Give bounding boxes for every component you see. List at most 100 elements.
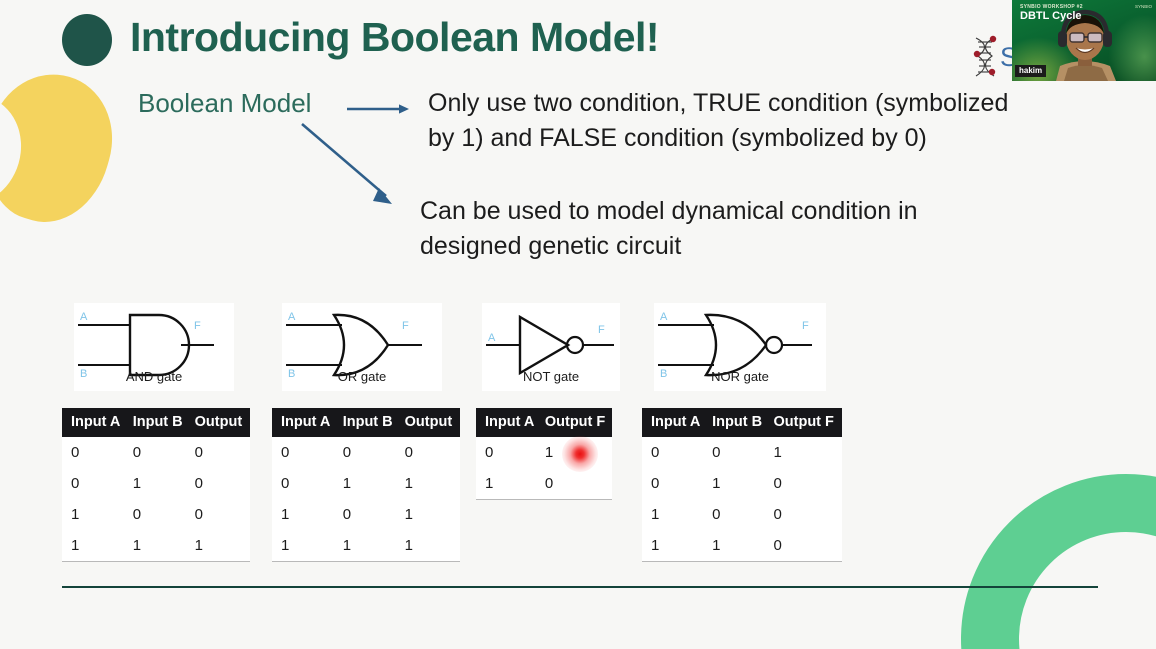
cell: 1 [544,444,554,461]
table-row[interactable]: 1 1 1 [272,530,460,562]
cell: 1 [404,475,413,492]
table-row[interactable]: 1 0 0 [642,499,842,530]
table-row[interactable]: 1 0 0 [62,499,250,530]
cell: 1 [338,530,401,562]
presenter-video [1056,9,1116,81]
cell: 0 [769,530,842,562]
cell: 1 [651,506,660,523]
gate-caption-nor: NOR gate [711,369,769,384]
column-header: Input B [338,408,401,437]
cell: 1 [400,530,460,562]
gate-output-label: F [194,320,201,332]
cell: 1 [404,506,413,523]
gate-output-label: F [598,324,605,336]
not-gate-icon: A F [486,314,614,376]
dna-helix-icon [973,35,997,77]
footer-divider [62,586,1098,588]
cell: 1 [272,530,339,562]
column-header: Input A [476,408,541,437]
table-row[interactable]: 0 1 0 [62,468,250,499]
cell: 1 [342,475,352,492]
table-row[interactable]: 0 0 0 [62,437,250,468]
gate-card-not: A F NOT gate [482,303,620,391]
gate-card-or: A B F OR gate [282,303,442,391]
truth-table-and: Input A Input B Output 0 0 0 0 1 0 1 [62,408,250,562]
cell: 0 [194,444,203,461]
table-header-row: Input A Input B Output [62,408,250,437]
table-header-row: Input A Input B Output [272,408,460,437]
cell: 1 [132,475,142,492]
column-header: Input B [128,408,191,437]
cell: 0 [281,475,290,492]
table-header-row: Input A Output F [476,408,612,437]
gate-input-a-label: A [488,332,496,344]
boolean-model-label: Boolean Model [138,88,312,118]
arrow-diagonal-icon [301,123,392,204]
cell: 0 [132,506,142,523]
cell: 0 [194,506,203,523]
table-row[interactable]: 0 1 1 [272,468,460,499]
table-row[interactable]: 1 1 1 [62,530,250,562]
table-row[interactable]: 1 0 [476,468,612,500]
table-row[interactable]: 1 0 1 [272,499,460,530]
cell: 0 [712,506,721,523]
cell: 0 [71,475,80,492]
cell: 1 [128,530,191,562]
nor-gate-icon: A B F [658,311,812,380]
cell: 0 [281,444,290,461]
cell: 0 [651,444,660,461]
body-paragraph-2: Can be used to model dynamical condition… [420,197,918,260]
column-header: Input A [642,408,709,437]
column-header: Input B [708,408,770,437]
cell: 0 [404,444,413,461]
cell: 0 [132,444,142,461]
webcam-kicker: SYNBIO WORKSHOP #2 [1020,4,1083,10]
table-row[interactable]: 0 1 0 [642,468,842,499]
truth-table-nor: Input A Input B Output F 0 0 1 0 1 0 1 [642,408,842,562]
gate-input-b-label: B [80,368,87,380]
gate-input-a-label: A [660,311,668,323]
webcam-overlay[interactable]: SYNBIO WORKSHOP #2 DBTL Cycle SYNBIO hak… [1012,0,1156,81]
gate-output-label: F [402,320,409,332]
gate-input-a-label: A [80,311,88,323]
truth-table-not: Input A Output F 0 1 1 0 [476,408,612,500]
gate-input-b-label: B [660,368,667,380]
table-row[interactable]: 0 1 [476,437,612,468]
column-header: Output [190,408,250,437]
cell: 0 [712,444,721,461]
gate-input-a-label: A [288,311,296,323]
cell: 0 [773,506,782,523]
cell: 1 [642,530,709,562]
cell: 1 [773,444,782,461]
cell: 0 [194,475,203,492]
table-row[interactable]: 0 0 1 [642,437,842,468]
cell: 0 [773,475,782,492]
gate-caption-not: NOT gate [522,369,580,384]
gate-card-nor: A B F NOR gate [654,303,826,391]
webcam-corner-label: SYNBIO [1134,4,1152,9]
table-row[interactable]: 0 0 0 [272,437,460,468]
decorative-circle [62,14,112,66]
gate-caption-and: AND gate [125,369,183,384]
arrow-right-icon [347,104,409,114]
or-gate-icon: A B F [286,311,422,380]
cell: 0 [651,475,660,492]
webcam-headline: DBTL Cycle [1020,10,1082,22]
cell: 0 [342,506,352,523]
gate-caption-or: OR gate [337,369,387,384]
cell: 1 [712,475,721,492]
cell: 1 [62,530,129,562]
column-header: Input A [62,408,129,437]
cell: 1 [476,468,541,500]
cell: 0 [342,444,352,461]
decorative-ring [961,474,1156,649]
cell: 1 [708,530,770,562]
cell: 1 [190,530,250,562]
cell: 0 [540,468,612,500]
column-header: Output [400,408,460,437]
truth-table-or: Input A Input B Output 0 0 0 0 1 1 1 [272,408,460,562]
column-header: Output F [769,408,842,437]
decorative-crescent [0,60,129,236]
table-row[interactable]: 1 1 0 [642,530,842,562]
